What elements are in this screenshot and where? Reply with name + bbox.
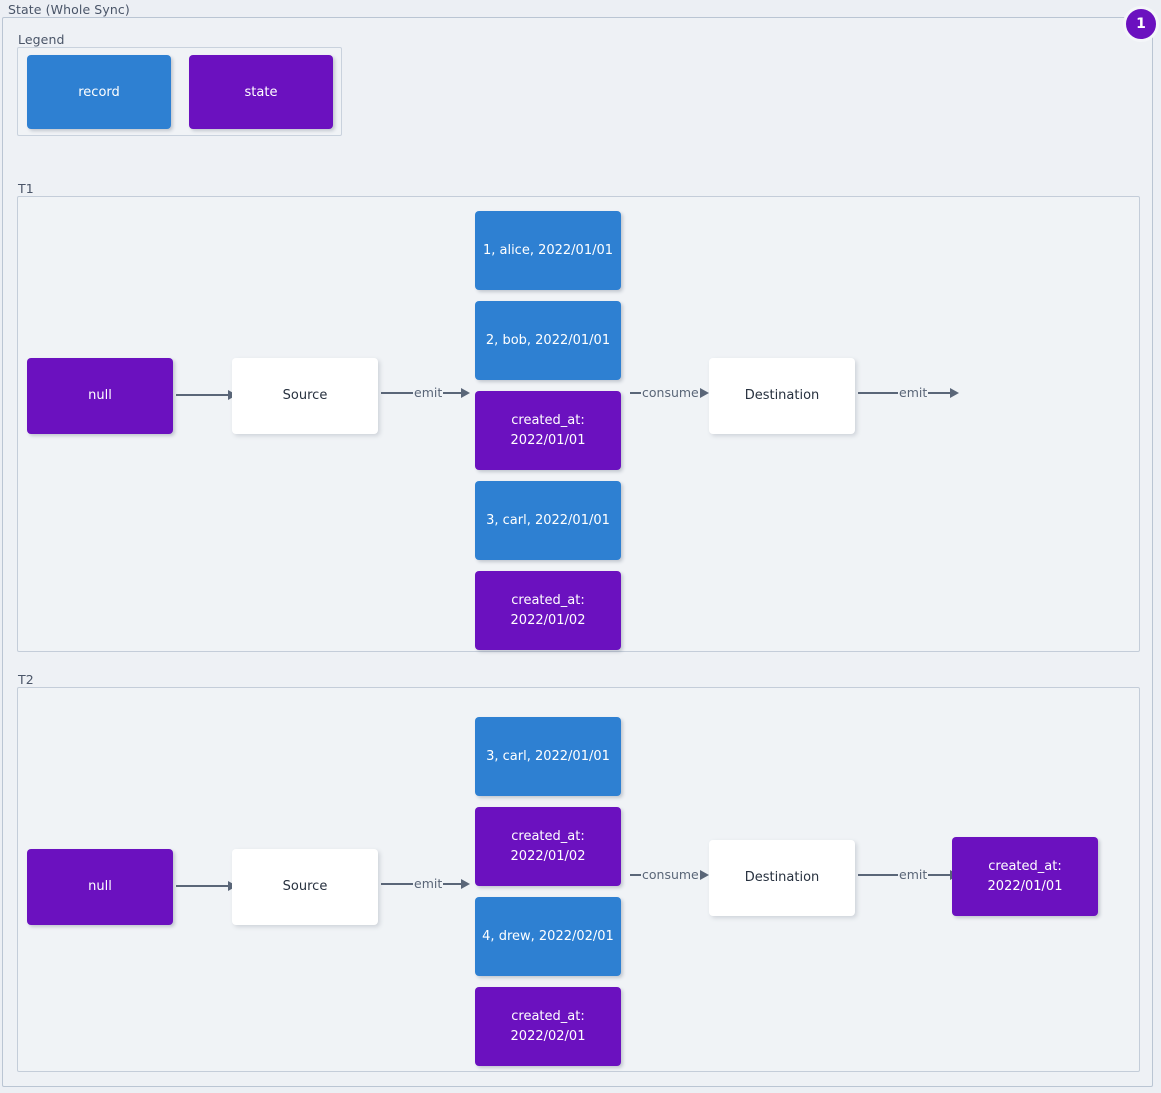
group-container-t2: null Source emit 3, carl, 2022/01/01 cre… — [17, 687, 1140, 1072]
t2-destination-label: Destination — [744, 870, 820, 885]
edge-line — [176, 394, 228, 396]
edge-line — [381, 392, 413, 394]
legend-container: record state — [17, 47, 342, 136]
legend-label-state: state — [244, 84, 278, 100]
t1-edge-destination-consume: consume — [630, 383, 709, 403]
t1-emitted-item-2[interactable]: created_at: 2022/01/01 — [475, 391, 621, 470]
edge-line — [858, 874, 898, 876]
t1-emitted-item-0[interactable]: 1, alice, 2022/01/01 — [475, 211, 621, 290]
t1-initial-state-label: null — [88, 388, 112, 403]
t1-emitted-item-4-label: created_at: 2022/01/02 — [510, 592, 586, 628]
legend-swatch-state: state — [189, 55, 333, 129]
arrowhead-icon — [461, 879, 471, 889]
edge-line — [381, 883, 413, 885]
status-badge[interactable]: 1 — [1123, 6, 1159, 42]
t1-emitted-item-1[interactable]: 2, bob, 2022/01/01 — [475, 301, 621, 380]
t2-edge-destination-consume-label: consume — [642, 867, 699, 882]
t2-emitted-item-1[interactable]: created_at: 2022/01/02 — [475, 807, 621, 886]
edge-line — [928, 874, 951, 876]
arrowhead-icon — [699, 870, 709, 880]
t1-edge-destination-consume-label: consume — [642, 385, 699, 400]
t2-emitted-item-3[interactable]: created_at: 2022/02/01 — [475, 987, 621, 1066]
t2-edge-destination-emit: emit — [858, 865, 960, 885]
t1-edge-destination-emit: emit — [858, 383, 960, 403]
t1-emitted-item-1-label: 2, bob, 2022/01/01 — [485, 332, 611, 348]
t1-edge-destination-emit-label: emit — [899, 385, 928, 400]
t2-initial-state-label: null — [88, 879, 112, 894]
t2-emitted-item-1-label: created_at: 2022/01/02 — [510, 828, 586, 864]
edge-line — [928, 392, 951, 394]
t2-final-state-label: created_at: 2022/01/01 — [987, 858, 1063, 894]
t2-emitted-item-2-label: 4, drew, 2022/02/01 — [482, 928, 614, 944]
t2-initial-state-node[interactable]: null — [27, 849, 173, 925]
t1-emitted-item-4[interactable]: created_at: 2022/01/02 — [475, 571, 621, 650]
t1-edge-state-to-source — [176, 385, 237, 405]
t2-final-state-node[interactable]: created_at: 2022/01/01 — [952, 837, 1098, 916]
t2-edge-destination-consume: consume — [630, 865, 709, 885]
group-label-t2: T2 — [18, 672, 34, 687]
t1-edge-source-emit-label: emit — [414, 385, 443, 400]
t2-emitted-item-3-label: created_at: 2022/02/01 — [510, 1008, 586, 1044]
arrowhead-icon — [950, 388, 960, 398]
edge-line — [630, 874, 641, 876]
edge-line — [443, 883, 462, 885]
t1-destination-label: Destination — [744, 388, 820, 403]
arrowhead-icon — [699, 388, 709, 398]
t2-emitted-item-0[interactable]: 3, carl, 2022/01/01 — [475, 717, 621, 796]
t2-edge-source-emit-label: emit — [414, 876, 443, 891]
t2-emitted-item-2[interactable]: 4, drew, 2022/02/01 — [475, 897, 621, 976]
t2-emitted-item-0-label: 3, carl, 2022/01/01 — [486, 748, 610, 764]
edge-line — [858, 392, 898, 394]
t2-destination-node[interactable]: Destination — [709, 840, 855, 916]
t2-edge-source-emit: emit — [381, 874, 471, 894]
t1-emitted-item-2-label: created_at: 2022/01/01 — [510, 412, 586, 448]
t1-emitted-item-0-label: 1, alice, 2022/01/01 — [482, 242, 614, 258]
t2-source-label: Source — [282, 879, 328, 894]
t2-source-node[interactable]: Source — [232, 849, 378, 925]
group-label-t1: T1 — [18, 181, 34, 196]
legend-label-record: record — [78, 84, 120, 100]
edge-line — [443, 392, 462, 394]
t1-source-node[interactable]: Source — [232, 358, 378, 434]
t1-destination-node[interactable]: Destination — [709, 358, 855, 434]
edge-line — [630, 392, 641, 394]
arrowhead-icon — [461, 388, 471, 398]
t2-edge-destination-emit-label: emit — [899, 867, 928, 882]
t2-edge-state-to-source — [176, 876, 237, 896]
t1-emitted-item-3[interactable]: 3, carl, 2022/01/01 — [475, 481, 621, 560]
legend-title: Legend — [18, 32, 65, 47]
t1-initial-state-node[interactable]: null — [27, 358, 173, 434]
legend-swatch-record: record — [27, 55, 171, 129]
t1-emitted-item-3-label: 3, carl, 2022/01/01 — [486, 512, 610, 528]
edge-line — [176, 885, 228, 887]
group-container-t1: null Source emit 1, alice, 2022/01/01 2,… — [17, 196, 1140, 652]
page-title: State (Whole Sync) — [8, 2, 130, 17]
t1-edge-source-emit: emit — [381, 383, 471, 403]
t1-source-label: Source — [282, 388, 328, 403]
